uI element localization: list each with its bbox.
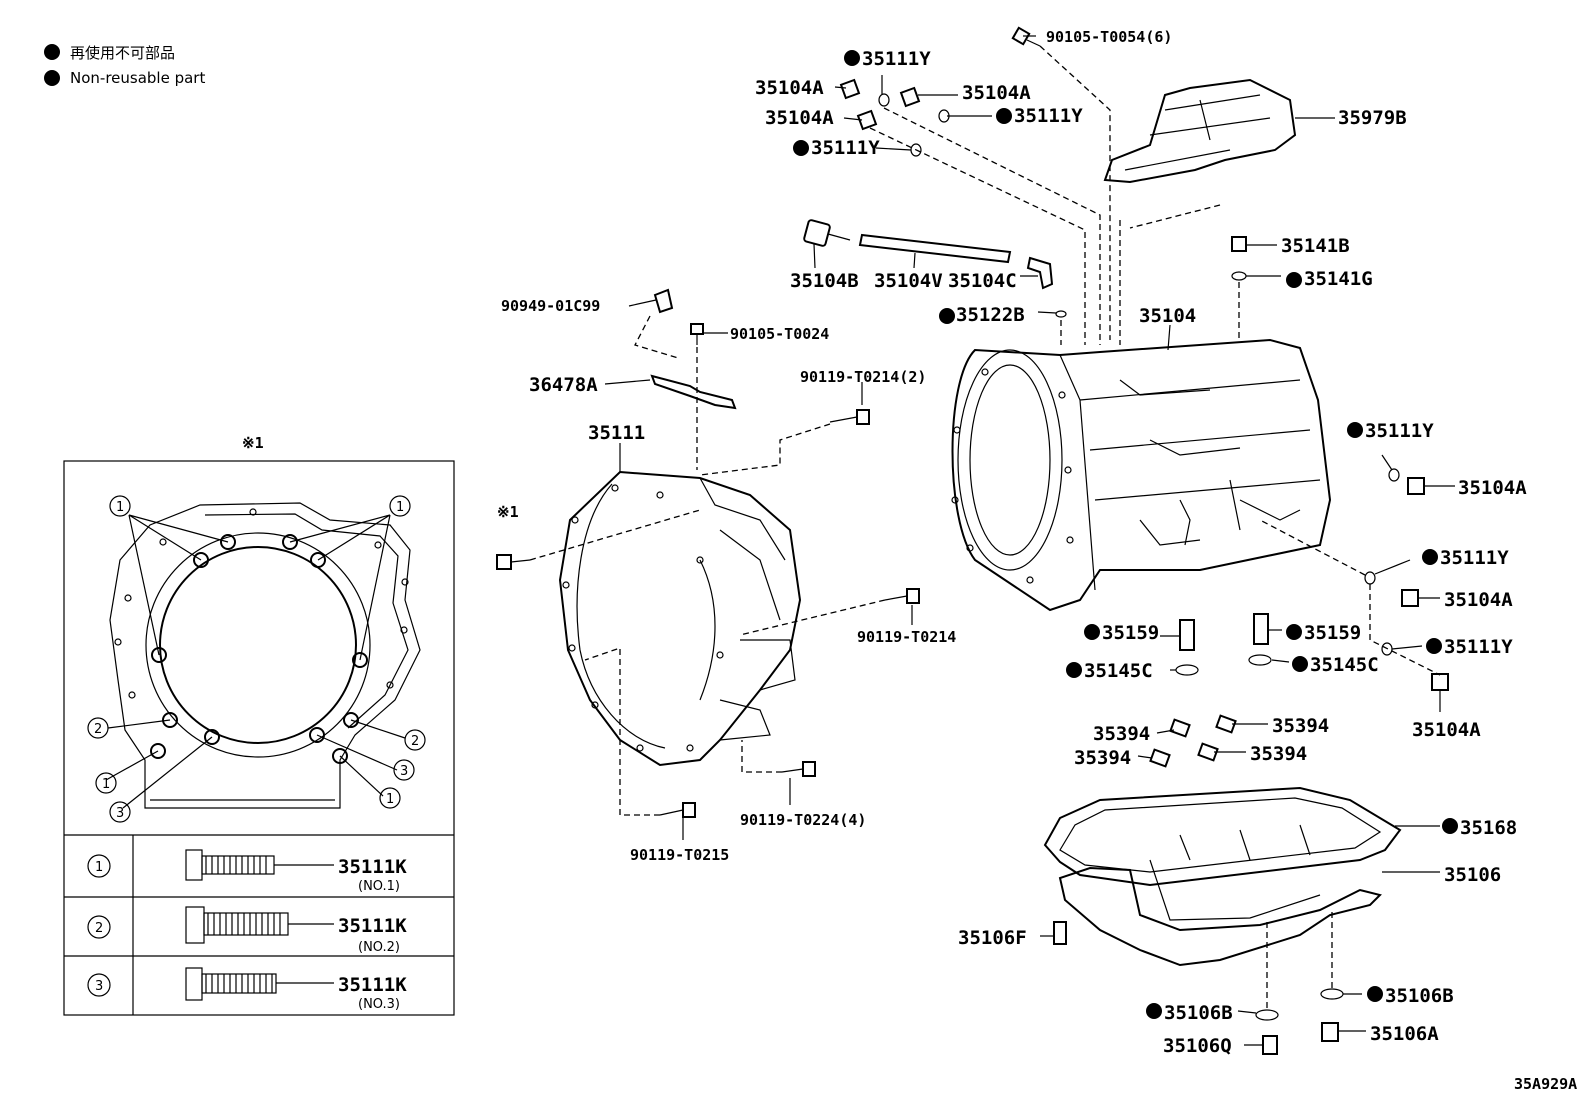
svg-text:2: 2 <box>94 722 102 737</box>
callout-35104A: 35104A <box>755 77 824 99</box>
callout-35111Y: 35111Y <box>1440 547 1509 569</box>
small-parts <box>496 26 1449 1055</box>
callout-35106: 35106 <box>1444 864 1501 886</box>
inset-panel: ※1 <box>63 434 455 1016</box>
callout-35106A: 35106A <box>1370 1023 1439 1045</box>
marker-2-right: 2 <box>404 729 426 751</box>
callout-35106F: 35106F <box>958 927 1027 949</box>
callout-90105-T0024: 90105-T0024 <box>730 325 829 343</box>
callout-35111Y: 35111Y <box>1014 105 1083 127</box>
callout-35104A: 35104A <box>962 82 1031 104</box>
callout-35111Y: 35111Y <box>1444 636 1513 658</box>
callout-35104A: 35104A <box>1444 589 1513 611</box>
svg-text:3: 3 <box>400 764 408 779</box>
callout-90119-T0214-2: 90119-T0214(2) <box>800 368 926 386</box>
callout-35106B: 35106B <box>1385 985 1454 1007</box>
callout-35106Q: 35106Q <box>1163 1035 1232 1057</box>
callout-35159: 35159 <box>1102 622 1159 644</box>
transmission-case-drawing <box>951 338 1332 612</box>
callout-35104C: 35104C <box>948 270 1017 292</box>
svg-text:1: 1 <box>396 500 404 515</box>
bolt-holes <box>114 508 409 764</box>
callout-35122B: 35122B <box>956 304 1025 326</box>
svg-text:35111K: 35111K <box>338 974 407 996</box>
inset-row-3: 3 35111K (NO.3) <box>87 967 407 1012</box>
marker-3-left: 3 <box>109 801 131 823</box>
marker-2-left: 2 <box>87 717 109 739</box>
callout-90119-T0214: 90119-T0214 <box>857 628 956 646</box>
svg-text:1: 1 <box>116 500 124 515</box>
assembly-dashed-lines <box>529 45 1441 1008</box>
svg-text:2: 2 <box>95 921 103 936</box>
callout-90119-T0224-4: 90119-T0224(4) <box>740 811 866 829</box>
cover-35979b-drawing <box>1103 78 1297 184</box>
callout-35394: 35394 <box>1272 715 1329 737</box>
callout-35394: 35394 <box>1074 747 1131 769</box>
callout-35111Y: 35111Y <box>862 48 931 70</box>
non-reusable-dot-icon <box>44 44 60 60</box>
converter-housing-drawing <box>558 470 802 767</box>
leader-lines <box>604 35 1455 1046</box>
callout-35979B: 35979B <box>1338 107 1407 129</box>
marker-1-top-right: 1 <box>389 495 411 517</box>
marker-1-bottom-left: 1 <box>95 772 117 794</box>
legend-english: Non-reusable part <box>70 69 205 87</box>
callout-35145C: 35145C <box>1084 660 1153 682</box>
inset-row-1: 1 35111K (NO.1) <box>87 849 407 894</box>
inset-row-2: 2 35111K (NO.2) <box>87 906 407 955</box>
non-reusable-dots <box>793 50 1458 1019</box>
callout-35104A: 35104A <box>1458 477 1527 499</box>
callout-35111Y: 35111Y <box>811 137 880 159</box>
non-reusable-dot-icon <box>44 70 60 86</box>
legend: 再使用不可部品 Non-reusable part <box>44 44 205 87</box>
callout-36478A: 36478A <box>529 374 598 396</box>
callout-35159: 35159 <box>1304 622 1361 644</box>
callout-35111Y: 35111Y <box>1365 420 1434 442</box>
callout-35104V: 35104V <box>874 270 943 292</box>
callout-35141G: 35141G <box>1304 268 1373 290</box>
callout-35106B: 35106B <box>1164 1002 1233 1024</box>
svg-text:35111K: 35111K <box>338 856 407 878</box>
svg-text:35111K: 35111K <box>338 915 407 937</box>
callout-35145C: 35145C <box>1310 654 1379 676</box>
callout-35111: 35111 <box>588 422 645 444</box>
svg-text:(NO.3): (NO.3) <box>358 997 400 1012</box>
callout-90119-T0215: 90119-T0215 <box>630 846 729 864</box>
inset-frame <box>63 460 455 1016</box>
callout-35104A: 35104A <box>1412 719 1481 741</box>
svg-text:(NO.2): (NO.2) <box>358 940 400 955</box>
adapter-plate-drawing <box>105 502 421 809</box>
callout-35104: 35104 <box>1139 305 1196 327</box>
callout-35141B: 35141B <box>1281 235 1350 257</box>
svg-text:2: 2 <box>411 734 419 749</box>
callout-35104A: 35104A <box>765 107 834 129</box>
svg-text:1: 1 <box>386 792 394 807</box>
svg-text:(NO.1): (NO.1) <box>358 879 400 894</box>
figure-code: 35A929A <box>1514 1075 1577 1093</box>
callout-labels: 90105-T0054(6) 35111Y 35104A 35104A 3510… <box>497 28 1527 1057</box>
callout-90105-T0054: 90105-T0054(6) <box>1046 28 1172 46</box>
callout-35104B: 35104B <box>790 270 859 292</box>
svg-text:3: 3 <box>95 979 103 994</box>
marker-1-bottom-right: 1 <box>379 787 401 809</box>
svg-text:1: 1 <box>95 860 103 875</box>
legend-japanese: 再使用不可部品 <box>70 44 175 62</box>
svg-text:3: 3 <box>116 806 124 821</box>
callout-35394: 35394 <box>1093 723 1150 745</box>
callout-ref-1: ※1 <box>497 503 519 521</box>
oil-pan-drawing <box>1043 786 1402 967</box>
svg-text:1: 1 <box>102 777 110 792</box>
marker-3-right: 3 <box>393 759 415 781</box>
callout-90949-01C99: 90949-01C99 <box>501 297 600 315</box>
marker-1-top-left: 1 <box>109 495 131 517</box>
callout-35168: 35168 <box>1460 817 1517 839</box>
callout-35394: 35394 <box>1250 743 1307 765</box>
inset-title: ※1 <box>242 434 264 452</box>
